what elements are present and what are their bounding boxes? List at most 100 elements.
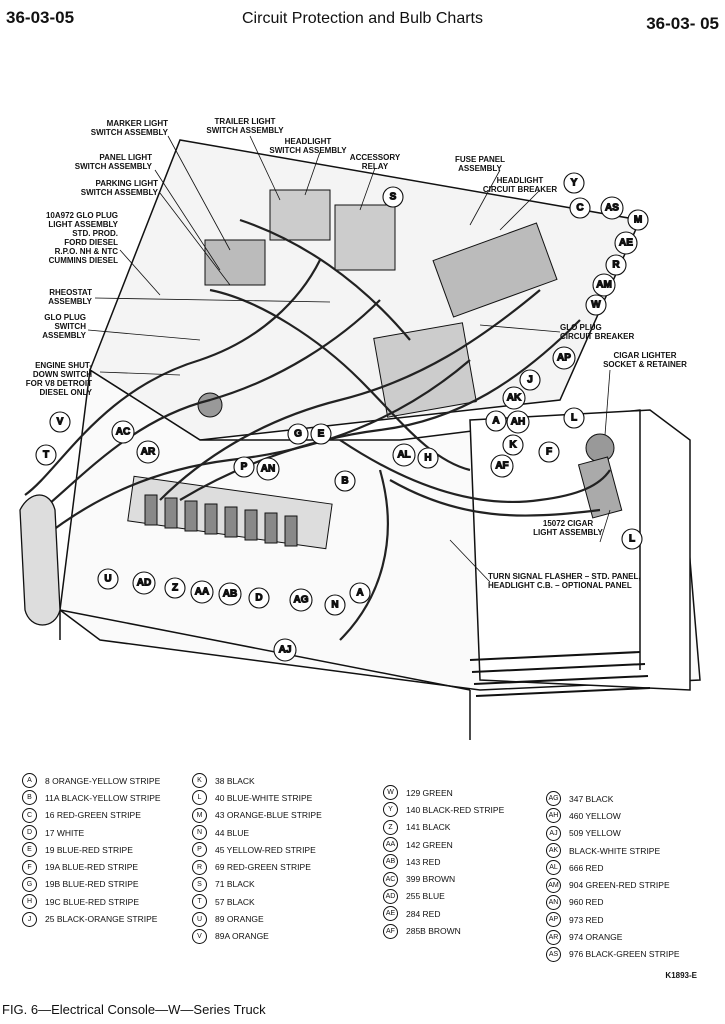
legend-text: 976 BLACK-GREEN STRIPE — [569, 949, 680, 960]
label-accessory-relay: ACCESSORY — [350, 153, 401, 162]
legend-code: E — [22, 842, 37, 858]
callout-n: N — [324, 594, 346, 616]
svg-text:L: L — [629, 534, 635, 545]
svg-text:AR: AR — [141, 447, 156, 458]
legend-code: AM — [546, 877, 561, 893]
label-cigar-lighter-socket: CIGAR LIGHTER — [613, 351, 676, 360]
callout-an: AN — [256, 457, 280, 481]
svg-text:R: R — [612, 260, 620, 271]
vent-grille — [469, 651, 651, 697]
legend-code: S — [192, 876, 207, 892]
legend-code: AE — [383, 906, 398, 922]
callout-y: Y — [563, 172, 585, 194]
callout-ah: AH — [506, 410, 530, 434]
svg-text:AK: AK — [507, 393, 522, 404]
legend-code: N — [192, 825, 207, 841]
legend-code: D — [22, 825, 37, 841]
svg-text:C: C — [576, 203, 583, 214]
callout-g: G — [287, 423, 309, 445]
callout-ad: AD — [132, 571, 156, 595]
callout-k: K — [502, 434, 524, 456]
legend-code: R — [192, 859, 207, 875]
legend-text: 89 ORANGE — [215, 914, 264, 925]
legend-code: J — [22, 911, 37, 927]
legend-code: Z — [383, 819, 398, 835]
svg-text:G: G — [294, 429, 302, 440]
legend-code: F — [22, 859, 37, 875]
label-headlight-cb: HEADLIGHT — [497, 176, 544, 185]
legend-text: 974 ORANGE — [569, 932, 623, 943]
callout-t: T — [35, 444, 57, 466]
legend-code: W — [383, 785, 398, 801]
callout-d: D — [248, 587, 270, 609]
svg-text:AS: AS — [605, 203, 619, 214]
svg-text:AC: AC — [116, 427, 130, 438]
legend-code: T — [192, 894, 207, 910]
svg-text:AJ: AJ — [279, 645, 292, 656]
svg-text:TURN SIGNAL FLASHER – STD. PAN: TURN SIGNAL FLASHER – STD. PANEL,HEADLIG… — [488, 572, 641, 590]
svg-text:L: L — [571, 413, 577, 424]
callout-u: U — [97, 568, 119, 590]
legend-text: 129 GREEN — [406, 787, 453, 798]
switch-assemblies — [197, 189, 623, 519]
svg-text:F: F — [546, 447, 552, 458]
legend-code: P — [192, 842, 207, 858]
page-number-right: 36-03- 05 — [646, 14, 719, 33]
legend-text: 141 BLACK — [406, 822, 451, 833]
legend-text: 57 BLACK — [215, 896, 255, 907]
callout-l2: L — [621, 528, 643, 550]
legend-text: 509 YELLOW — [569, 828, 621, 839]
label-rheostat: RHEOSTAT — [49, 288, 92, 297]
svg-text:W: W — [591, 300, 601, 311]
svg-text:S: S — [390, 192, 397, 203]
svg-text:Z: Z — [172, 583, 178, 594]
page-title: Circuit Protection and Bulb Charts — [242, 10, 483, 27]
label-glo-plug-switch: GLO PLUG — [44, 313, 86, 322]
legend-text: 255 BLUE — [406, 891, 445, 902]
legend-text: 17 WHITE — [45, 827, 85, 838]
svg-text:AG: AG — [294, 595, 309, 606]
svg-text:P: P — [241, 462, 248, 473]
callout-r: R — [605, 254, 627, 276]
label-headlight-switch: HEADLIGHT — [285, 137, 332, 146]
legend-text: 69 RED-GREEN STRIPE — [215, 862, 311, 873]
svg-text:AM: AM — [596, 280, 612, 291]
legend-text: 142 GREEN — [406, 839, 453, 850]
legend-text: 460 YELLOW — [569, 810, 621, 821]
legend-text: 960 RED — [569, 897, 604, 908]
legend-code: AL — [546, 860, 561, 876]
legend-text: 40 BLUE-WHITE STRIPE — [215, 792, 313, 803]
wire-harness — [24, 218, 611, 641]
callout-ak: AK — [502, 386, 526, 410]
leader-lines — [87, 135, 611, 583]
label-panel-light: PANEL LIGHT — [99, 153, 152, 162]
legend-text: BLACK-WHITE STRIPE — [569, 845, 661, 856]
legend-text: 904 GREEN-RED STRIPE — [569, 880, 670, 891]
